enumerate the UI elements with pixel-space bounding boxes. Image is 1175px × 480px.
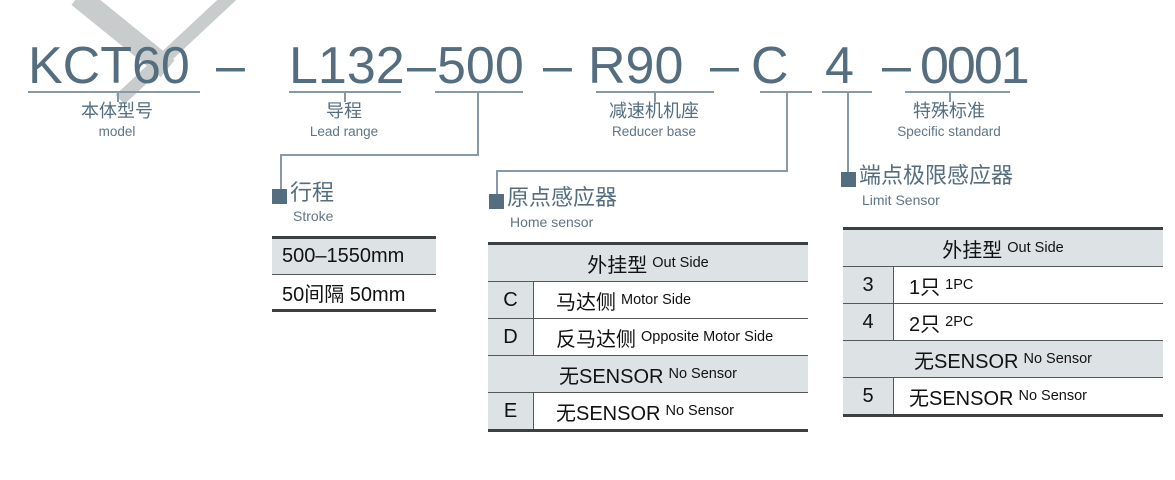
desc-cn: 1只 bbox=[909, 276, 941, 299]
header-cn: 外挂型 bbox=[942, 239, 1003, 262]
section-subtitle-home-sensor: Home sensor bbox=[510, 214, 594, 230]
code-cell: E bbox=[488, 393, 534, 429]
table-subheader-row: 无SENSOR No Sensor bbox=[843, 340, 1163, 377]
field-label-model: 本体型号 model bbox=[7, 100, 227, 140]
label-tick-line bbox=[344, 92, 346, 102]
subheader-cn: 无SENSOR bbox=[559, 365, 664, 388]
header-en: Out Side bbox=[1007, 240, 1064, 256]
code-cell: C bbox=[488, 282, 534, 318]
code-cell: 5 bbox=[843, 378, 894, 414]
code-cell: 4 bbox=[843, 304, 894, 340]
desc-cn: 2只 bbox=[909, 313, 941, 336]
desc-cell: 马达侧 Motor Side bbox=[534, 282, 691, 318]
desc-cn: 反马达侧 bbox=[556, 328, 636, 351]
limit-sensor-table: 外挂型 Out Side 3 1只 1PC 4 2只 2PC 无SENSOR N… bbox=[843, 227, 1163, 417]
connector-line-home-sensor bbox=[496, 170, 498, 196]
desc-cell: 无SENSOR No Sensor bbox=[894, 378, 1087, 414]
model-code-segment-reducer: R90 bbox=[588, 37, 684, 95]
connector-line-stroke bbox=[477, 92, 479, 155]
model-code-segment-limit-sensor: 4 bbox=[825, 37, 854, 95]
field-label-reducer-base: 减速机机座 Reducer base bbox=[544, 100, 764, 140]
table-row: 5 无SENSOR No Sensor bbox=[843, 377, 1163, 414]
table-row: E 无SENSOR No Sensor bbox=[488, 392, 808, 429]
section-title-stroke: 行程 bbox=[290, 180, 335, 205]
model-code-segment-stroke: 500 bbox=[437, 37, 524, 95]
table-row: 500–1550mm bbox=[272, 239, 436, 274]
table-row: 50间隔 50mm bbox=[272, 274, 436, 309]
segment-underline bbox=[435, 91, 523, 93]
section-subtitle-limit-sensor: Limit Sensor bbox=[862, 192, 940, 208]
model-code-segment-home-sensor: C bbox=[751, 37, 789, 95]
desc-cell: 2只 2PC bbox=[894, 304, 973, 340]
desc-cn: 无SENSOR bbox=[556, 402, 661, 425]
home-sensor-table: 外挂型 Out Side C 马达侧 Motor Side D 反马达侧 Opp… bbox=[488, 242, 808, 432]
section-title-limit-sensor: 端点极限感应器 bbox=[859, 163, 1014, 188]
subheader-cn: 无SENSOR bbox=[914, 350, 1019, 373]
model-code-dash: – bbox=[216, 37, 245, 95]
desc-en: No Sensor bbox=[1018, 388, 1087, 404]
model-code-dash: – bbox=[710, 37, 739, 95]
header-en: Out Side bbox=[652, 255, 709, 271]
connector-line-stroke bbox=[280, 154, 282, 190]
subheader-en: No Sensor bbox=[668, 366, 737, 382]
table-row: C 马达侧 Motor Side bbox=[488, 281, 808, 318]
table-header-row: 外挂型 Out Side bbox=[843, 230, 1163, 266]
stroke-range-value: 500–1550mm bbox=[282, 245, 405, 267]
field-label-cn: 本体型号 bbox=[81, 101, 153, 121]
segment-underline bbox=[28, 91, 200, 93]
table-subheader-row: 无SENSOR No Sensor bbox=[488, 355, 808, 392]
desc-en: No Sensor bbox=[665, 403, 734, 419]
model-code-dash: – bbox=[543, 37, 572, 95]
stroke-table: 500–1550mm 50间隔 50mm bbox=[272, 236, 436, 312]
label-tick-line bbox=[949, 92, 951, 102]
desc-cn: 马达侧 bbox=[556, 291, 616, 314]
code-cell: D bbox=[488, 319, 534, 355]
field-label-en: Reducer base bbox=[611, 124, 697, 139]
section-bullet-icon bbox=[272, 189, 287, 204]
model-code-dash: – bbox=[407, 37, 436, 95]
table-row: D 反马达侧 Opposite Motor Side bbox=[488, 318, 808, 355]
label-tick-line bbox=[117, 92, 119, 102]
field-label-lead-range: 导程 Lead range bbox=[234, 100, 454, 140]
desc-cell: 无SENSOR No Sensor bbox=[534, 393, 734, 429]
table-header-row: 外挂型 Out Side bbox=[488, 245, 808, 281]
field-label-cn: 特殊标准 bbox=[913, 101, 985, 121]
section-bullet-icon bbox=[841, 172, 856, 187]
model-code-dash: – bbox=[882, 37, 911, 95]
model-code-segment-lead: L132 bbox=[289, 37, 405, 95]
field-label-cn: 导程 bbox=[326, 101, 362, 121]
field-label-cn: 减速机机座 bbox=[609, 101, 699, 121]
desc-en: Opposite Motor Side bbox=[641, 329, 774, 345]
header-cn: 外挂型 bbox=[587, 254, 648, 277]
table-row: 4 2只 2PC bbox=[843, 303, 1163, 340]
label-tick-line bbox=[654, 92, 656, 102]
code-cell: 3 bbox=[843, 267, 894, 303]
model-code-segment-body: KCT60 bbox=[28, 37, 190, 95]
table-row: 3 1只 1PC bbox=[843, 266, 1163, 303]
segment-underline bbox=[905, 91, 1010, 93]
desc-en: Motor Side bbox=[621, 292, 692, 308]
desc-cn: 无SENSOR bbox=[909, 387, 1014, 410]
field-label-en: Specific standard bbox=[897, 124, 1001, 139]
desc-cell: 反马达侧 Opposite Motor Side bbox=[534, 319, 773, 355]
section-subtitle-stroke: Stroke bbox=[293, 208, 334, 224]
section-bullet-icon bbox=[489, 194, 504, 209]
field-label-specific-standard: 特殊标准 Specific standard bbox=[839, 100, 1059, 140]
desc-cell: 1只 1PC bbox=[894, 267, 973, 303]
field-label-en: model bbox=[98, 124, 136, 139]
subheader-en: No Sensor bbox=[1023, 351, 1092, 367]
desc-en: 1PC bbox=[945, 277, 974, 293]
model-code-segment-special: 0001 bbox=[920, 37, 1030, 95]
connector-line-limit-sensor bbox=[847, 92, 849, 174]
desc-en: 2PC bbox=[945, 314, 974, 330]
connector-line-home-sensor bbox=[786, 92, 788, 171]
field-label-en: Lead range bbox=[309, 124, 379, 139]
section-title-home-sensor: 原点感应器 bbox=[507, 185, 618, 210]
connector-line-stroke bbox=[280, 154, 479, 156]
stroke-step-value: 50间隔 50mm bbox=[282, 283, 406, 306]
connector-line-home-sensor bbox=[496, 170, 788, 172]
